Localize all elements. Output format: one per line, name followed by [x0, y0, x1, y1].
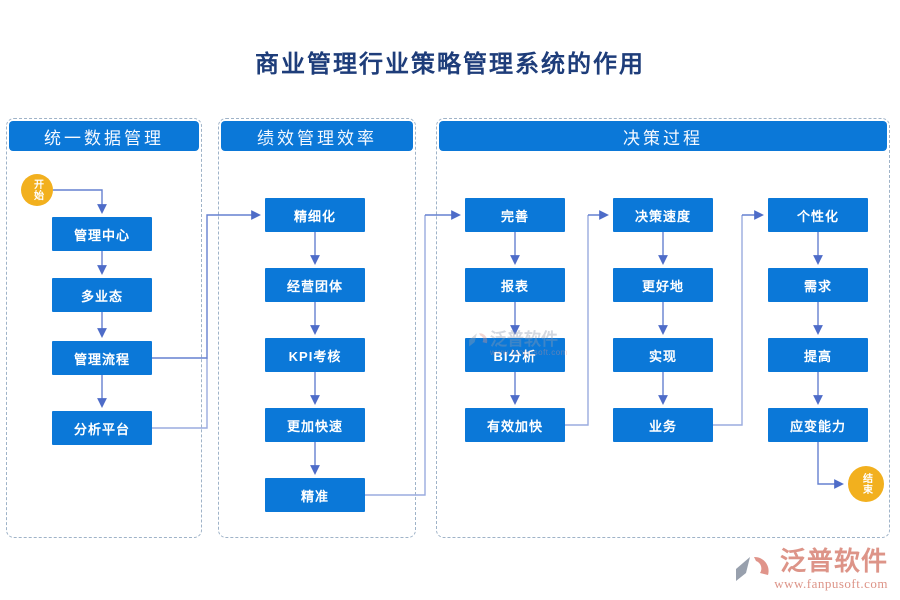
flow-node-business-group: 经营团体	[265, 268, 365, 302]
flow-node-speed-up: 有效加快	[465, 408, 565, 442]
flow-node-multi-format: 多业态	[52, 278, 152, 312]
footer-brand-url: www.fanpusoft.com	[774, 576, 888, 591]
flow-node-business: 业务	[613, 408, 713, 442]
start-label: 开始	[31, 179, 43, 201]
footer-brand-name: 泛普软件	[779, 547, 888, 576]
flow-node-kpi-assessment: KPI考核	[265, 338, 365, 372]
flow-node-management-process: 管理流程	[52, 341, 152, 375]
flow-node-faster: 更加快速	[265, 408, 365, 442]
end-terminal: 结束	[848, 466, 884, 502]
flow-node-enhance: 提高	[768, 338, 868, 372]
flow-node-decision-speed: 决策速度	[613, 198, 713, 232]
start-terminal: 开始	[21, 174, 53, 206]
flow-node-demand: 需求	[768, 268, 868, 302]
section-header-decision-process: 决策过程	[439, 121, 887, 151]
flow-node-personalization: 个性化	[768, 198, 868, 232]
page-title: 商业管理行业策略管理系统的作用	[255, 52, 645, 78]
section-header-performance-efficiency: 绩效管理效率	[221, 121, 413, 151]
flow-node-management-center: 管理中心	[52, 217, 152, 251]
section-unified-data: 统一数据管理	[6, 118, 202, 538]
flow-node-improve: 完善	[465, 198, 565, 232]
flow-node-analysis-platform: 分析平台	[52, 411, 152, 445]
section-header-unified-data: 统一数据管理	[9, 121, 199, 151]
fanpu-logo-icon	[736, 556, 769, 581]
flow-node-refinement: 精细化	[265, 198, 365, 232]
section-decision-process: 决策过程	[436, 118, 890, 538]
flow-node-precise: 精准	[265, 478, 365, 512]
end-label: 结束	[860, 473, 872, 495]
flow-node-adaptability: 应变能力	[768, 408, 868, 442]
flow-node-bi-analysis: BI分析	[465, 338, 565, 372]
section-performance-efficiency: 绩效管理效率	[218, 118, 416, 538]
flow-node-realize: 实现	[613, 338, 713, 372]
flow-node-better: 更好地	[613, 268, 713, 302]
footer-brand: 泛普软件 www.fanpusoft.com	[734, 549, 888, 592]
flow-node-reports: 报表	[465, 268, 565, 302]
